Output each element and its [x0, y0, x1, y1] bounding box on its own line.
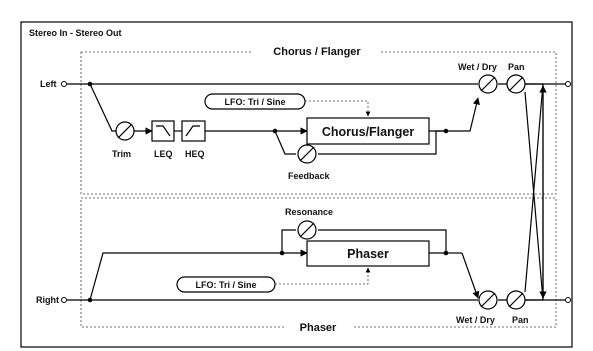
chorus-flanger-block-label: Chorus/Flanger — [322, 125, 415, 139]
leq-filter-icon — [151, 120, 175, 142]
chorus-flanger-section-title: Chorus / Flanger — [273, 46, 361, 58]
wet-dry-top-label: Wet / Dry — [458, 62, 497, 72]
phaser-block[interactable] — [306, 240, 430, 267]
trim-knob-icon[interactable] — [115, 121, 135, 141]
left-signal-path — [67, 81, 565, 155]
heq-filter-icon — [181, 120, 206, 142]
wet-dry-top-knob-icon[interactable] — [478, 74, 498, 94]
leq-label: LEQ — [154, 149, 173, 159]
feedback-label: Feedback — [288, 171, 331, 181]
right-output-terminal — [565, 297, 571, 303]
right-input-label: Right — [36, 295, 59, 305]
left-input-label: Left — [40, 79, 57, 89]
left-output-terminal — [565, 81, 571, 87]
resonance-label: Resonance — [285, 207, 333, 217]
wet-dry-bottom-knob-icon[interactable] — [478, 290, 498, 310]
lfo-bottom-label: LFO: Tri / Sine — [195, 280, 256, 290]
pan-top-knob-icon[interactable] — [506, 74, 526, 94]
lfo-top-box — [204, 93, 306, 110]
feedback-knob-icon[interactable] — [297, 144, 317, 164]
phaser-block-label: Phaser — [347, 247, 389, 261]
left-input-terminal — [61, 81, 67, 87]
resonance-knob-icon[interactable] — [297, 220, 317, 240]
right-input-terminal — [61, 297, 67, 303]
chorus-flanger-block[interactable] — [306, 117, 430, 145]
pan-bottom-label: Pan — [512, 315, 529, 325]
outer-frame — [20, 21, 573, 348]
diagram-title: Stereo In - Stereo Out — [29, 28, 122, 38]
pan-crossover-lines — [524, 83, 547, 301]
lfo-top-label: LFO: Tri / Sine — [224, 97, 285, 107]
heq-label: HEQ — [185, 149, 205, 159]
trim-label: Trim — [112, 149, 131, 159]
lfo-bottom-box — [176, 276, 276, 293]
pan-top-label: Pan — [508, 62, 525, 72]
phaser-section-title: Phaser — [300, 322, 337, 334]
pan-bottom-knob-icon[interactable] — [506, 290, 526, 310]
wet-dry-bottom-label: Wet / Dry — [456, 315, 495, 325]
right-signal-path — [67, 229, 565, 303]
